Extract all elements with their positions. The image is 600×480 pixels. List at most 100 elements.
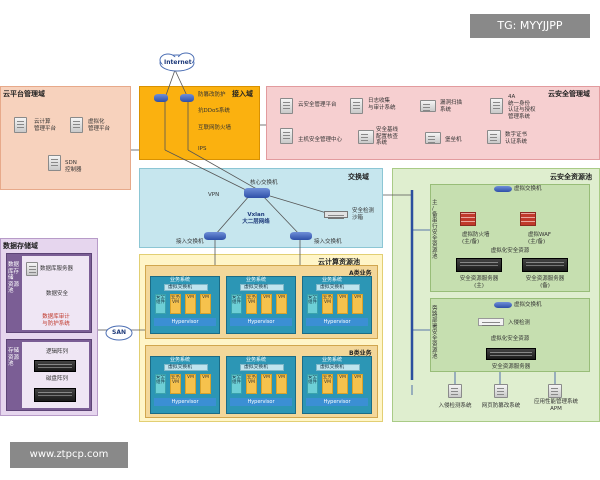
disk-array-icon-2 (34, 388, 76, 402)
internet-label: Internet (164, 59, 192, 66)
biz-system-label: 业务系统 (322, 357, 343, 363)
db-side-label: 数据库存储 资源池 (8, 262, 20, 294)
sec-mgmt-item-2: 漏洞扫描 系统 (440, 100, 463, 113)
compute-title: 云计算资源池 (318, 258, 360, 266)
router-icon (154, 94, 168, 102)
sec-main-subzone (430, 184, 590, 292)
sec-vswitch-icon-2 (494, 302, 512, 308)
cloud-sec-mgmt-zone (266, 86, 600, 160)
vswitch-bar (316, 284, 360, 291)
watermark-bottom: www.ztpcp.com (10, 442, 128, 468)
cert-icon (487, 130, 501, 144)
sec-mgmt-item-7: 数字证书 认证系统 (505, 132, 528, 145)
vm-box: VM (276, 294, 287, 314)
iam-icon (490, 98, 503, 114)
security-component: 安全 组件 (231, 374, 242, 394)
vm-box: 业务 VM (246, 374, 257, 394)
vm-box: VM (185, 374, 196, 394)
vm-box: 业务 VM (246, 294, 257, 314)
intrusion-label: 入侵检测系统 (438, 403, 472, 409)
vm-box: VM (200, 374, 211, 394)
store-side-label: 存储资源池 (8, 348, 20, 367)
vm-box: VM (261, 374, 272, 394)
cloud-mgmt-title: 云平台管理域 (3, 90, 45, 98)
logic-array-label: 逻辑阵列 (45, 349, 68, 355)
vuln-scan-icon (420, 100, 436, 112)
firewall-icon (460, 212, 476, 226)
apm-icon (548, 384, 562, 398)
sec-side-side-label: 旁 路 部 署 安 全 资 源 池 (432, 306, 438, 360)
vm-box: VM (200, 294, 211, 314)
biz-system-label: 业务系统 (170, 357, 191, 363)
router-icon-2 (180, 94, 194, 102)
sec-main-side-label: 主 / 备 串 行 安 全 资 源 池 (432, 200, 438, 260)
core-switch-label: 核心交换机 (250, 180, 278, 186)
core-switch-icon (244, 188, 270, 198)
access-switch-icon-2 (290, 232, 312, 240)
intrusion-icon (448, 384, 462, 398)
hypervisor-bar: Hypervisor (306, 318, 368, 326)
sec-mgmt-item-6: 堡垒机 (445, 137, 462, 143)
phys2-icon (486, 348, 536, 360)
sec-res-title: 云安全资源池 (550, 173, 592, 181)
access-title: 接入域 (232, 90, 253, 98)
cloud-mgmt-item-0: 云计算 管理平台 (34, 119, 57, 132)
vm-box: VM (276, 374, 287, 394)
web-monitor-label: 网页防篡改系统 (481, 403, 521, 409)
hypervisor-bar: Hypervisor (154, 398, 216, 406)
vswitch-bar (240, 284, 284, 291)
phys-main-icon (456, 258, 502, 272)
vswitch-label: 虚拟交换机 (244, 285, 268, 290)
access-item-2: 互联网防火墙 (198, 125, 232, 131)
sec-mgmt-item-5: 安全基线 配置核查 系统 (376, 127, 399, 146)
phys-backup-label: 安全资源服务器 (备) (525, 276, 565, 289)
vm-box: VM (261, 294, 272, 314)
vm-box: VM (352, 294, 363, 314)
biz-system-label: 业务系统 (246, 357, 267, 363)
fw-label: 虚拟防火墙 (主/备) (462, 232, 490, 245)
biz-system-label: 业务系统 (170, 277, 191, 283)
web-monitor-icon (494, 384, 508, 398)
apm-label: 应用性能管理系统 APM (533, 399, 578, 412)
vm-box: VM (337, 294, 348, 314)
hypervisor-bar: Hypervisor (154, 318, 216, 326)
cloud-mgmt-item-1: 虚拟化 管理平台 (88, 119, 111, 132)
db-server-icon (26, 262, 38, 276)
db-sec-label: 数据安全 (45, 291, 68, 297)
vswitch-label: 虚拟交换机 (320, 365, 344, 370)
phys-backup-icon (522, 258, 568, 272)
sandbox-label: 安全检测 沙箱 (352, 208, 375, 221)
bastion-icon (425, 132, 441, 144)
vswitch-label: 虚拟交换机 (320, 285, 344, 290)
sec-vswitch2-label: 虚拟交换机 (514, 302, 542, 308)
waf-icon (520, 212, 536, 226)
security-component: 安全 组件 (155, 374, 166, 394)
disk-array-label: 磁盘阵列 (45, 376, 68, 382)
host-sec-icon (280, 128, 293, 144)
vswitch-label: 虚拟交换机 (244, 365, 268, 370)
sdn-server-icon (48, 155, 61, 171)
cloud-sec-mgmt-title: 云安全管理域 (548, 90, 590, 98)
waf-label: 虚拟WAF (主/备) (528, 232, 552, 245)
vpn-label: VPN (208, 192, 220, 198)
sec-mgmt-item-0: 云安全管理平台 (298, 102, 337, 108)
vxlan-label: Vxlan 大二层网络 (242, 212, 270, 225)
vswitch-label: 虚拟交换机 (168, 365, 192, 370)
vswitch-label: 虚拟交换机 (168, 285, 192, 290)
sec-vswitch-icon (494, 186, 512, 192)
biz-system-label: 业务系统 (246, 277, 267, 283)
hypervisor-bar: Hypervisor (230, 398, 292, 406)
vswitch-bar (316, 364, 360, 371)
groupB-title: B类业务 (349, 350, 372, 357)
baseline-icon (358, 130, 374, 144)
biz-system-label: 业务系统 (322, 277, 343, 283)
ids-label: 入侵检测 (508, 320, 531, 326)
ids-icon (478, 318, 504, 326)
cloud-mgmt-item-2: SDN 控制器 (65, 160, 82, 173)
vsec-pool-label: 虚拟化安全资源 (490, 248, 530, 254)
watermark-top: TG: MYYJJPP (470, 14, 590, 38)
sec-side-subzone (430, 298, 590, 372)
vsec-pool2-label: 虚拟化安全资源 (490, 336, 530, 342)
access-item-3: IPS (198, 146, 207, 152)
db-audit-label: 数据库审计 与防护系统 (42, 314, 70, 327)
